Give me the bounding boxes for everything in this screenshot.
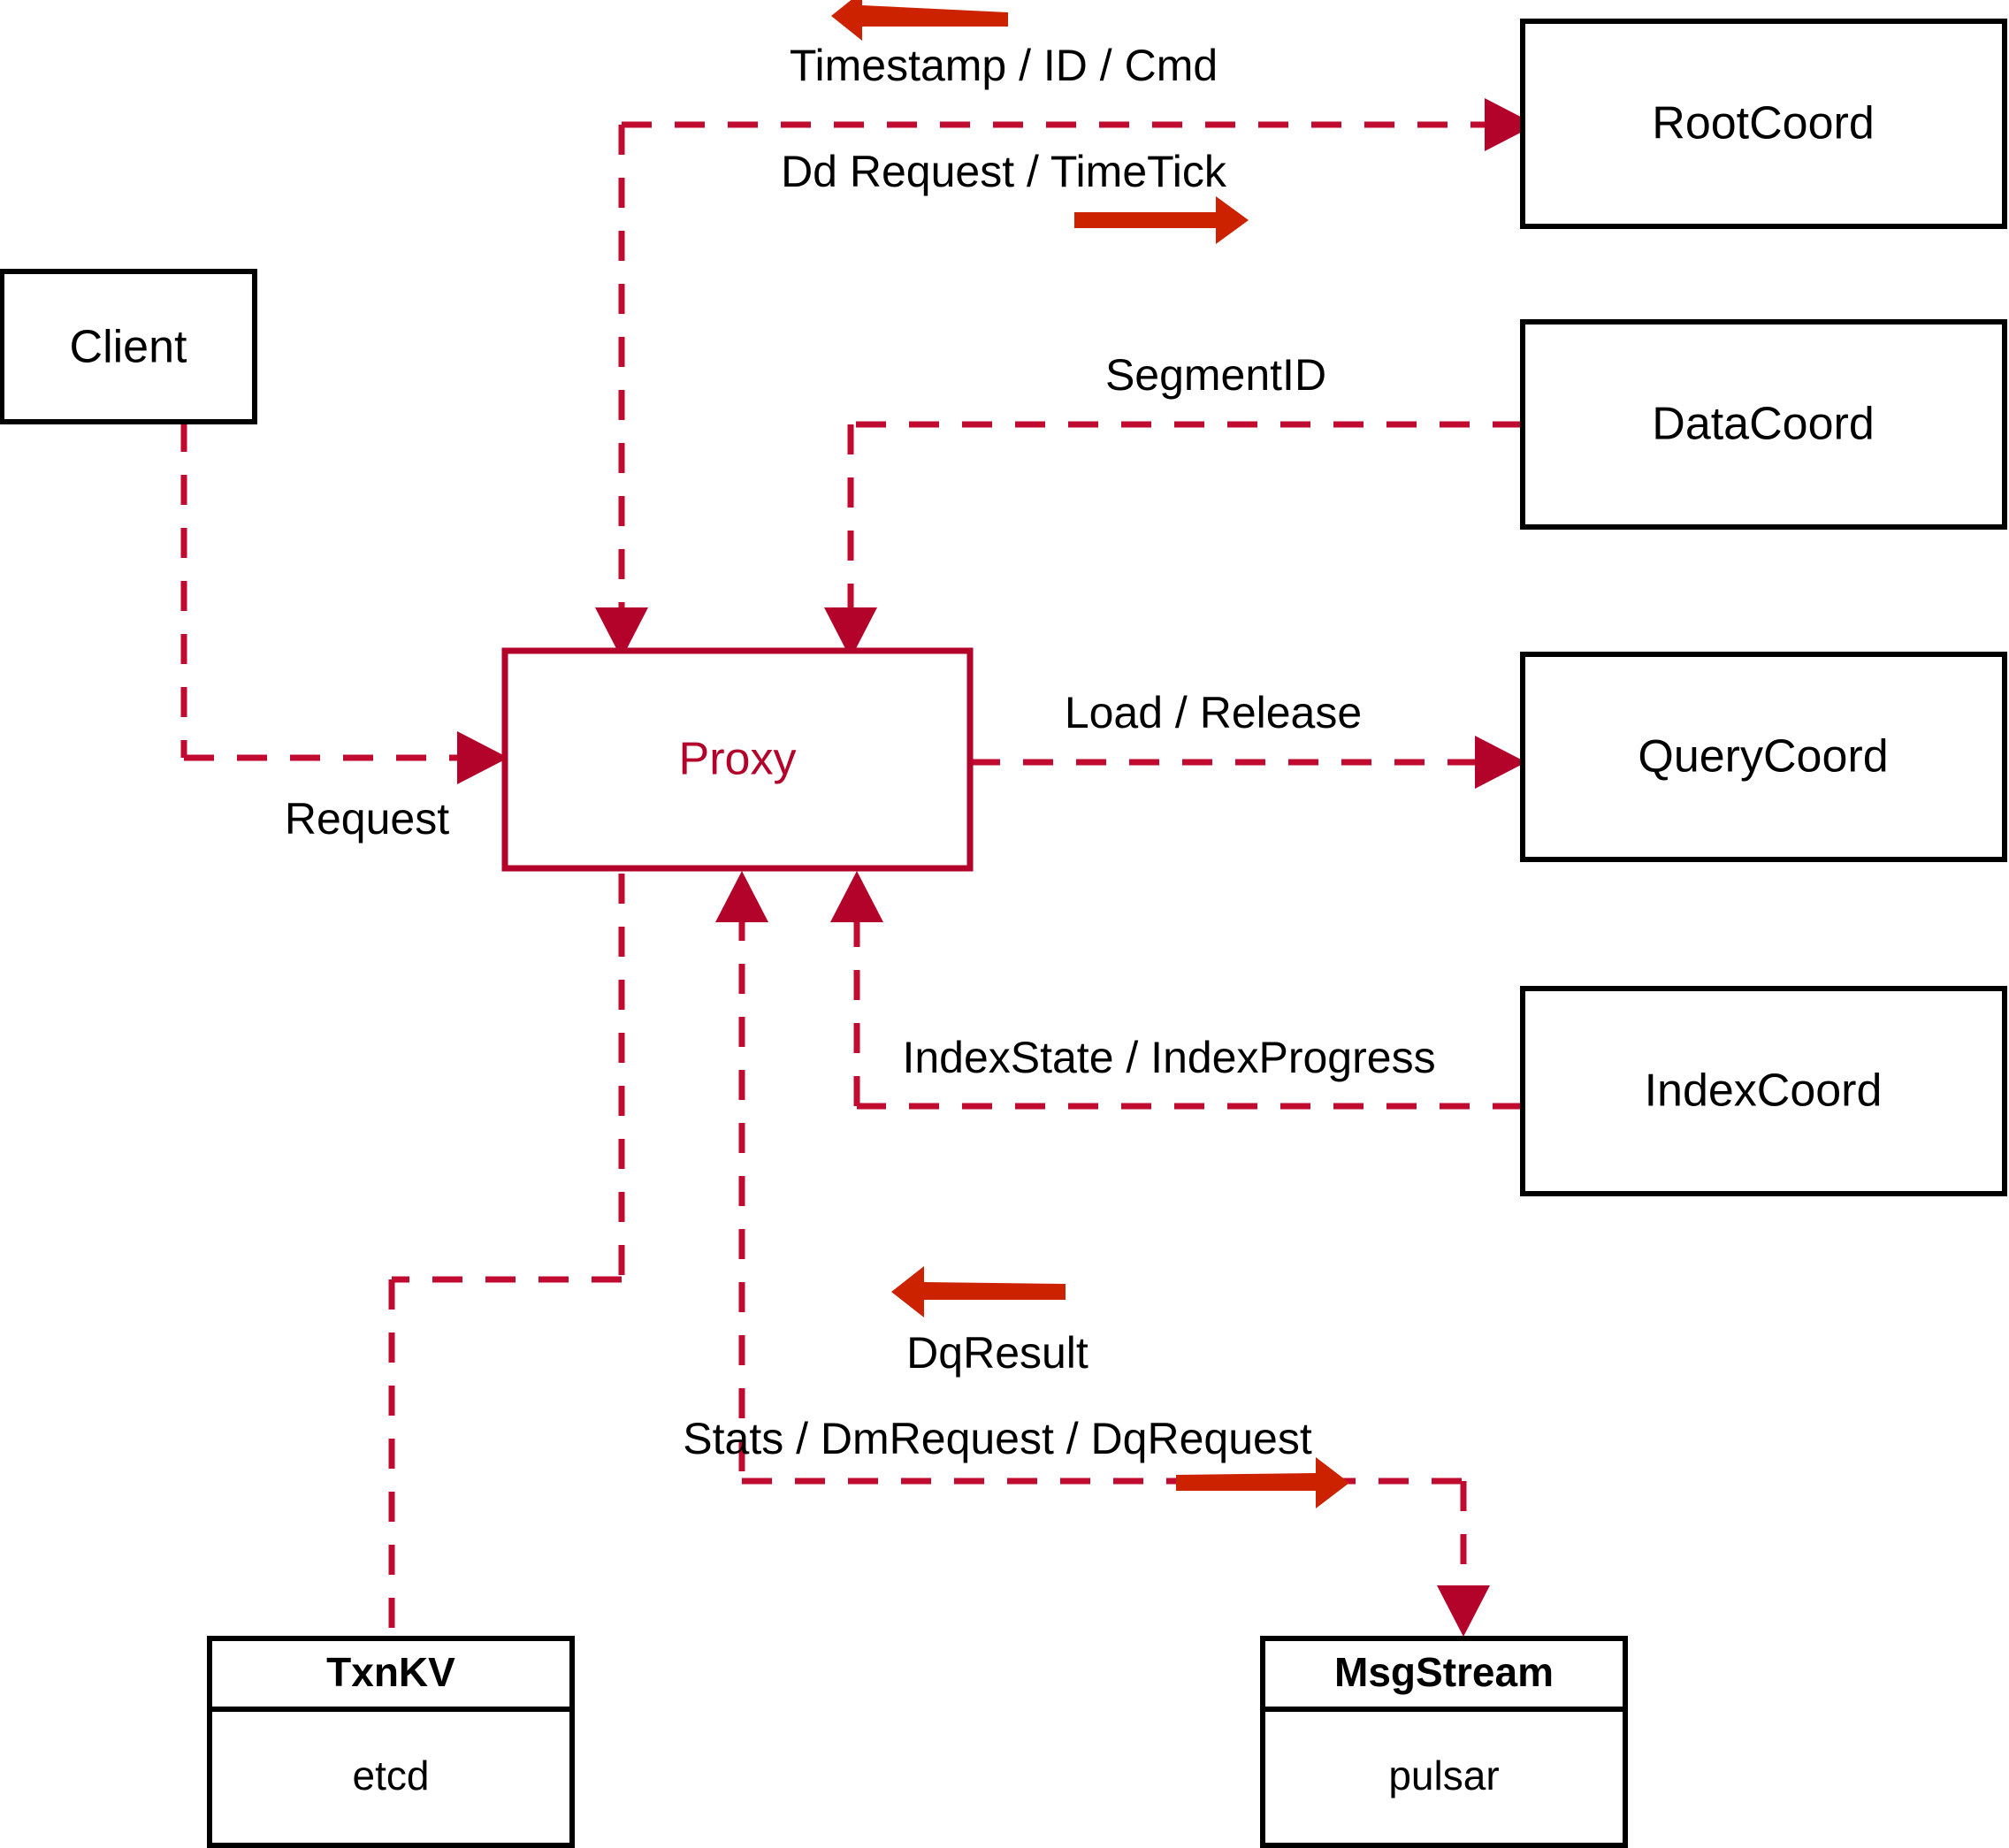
node-msgstream-impl: pulsar	[1388, 1753, 1499, 1798]
node-txnkv-impl: etcd	[353, 1753, 430, 1798]
arrowhead-into-querycoord	[1475, 736, 1526, 789]
node-rootcoord[interactable]: RootCoord	[1520, 19, 2007, 229]
connector-proxy-to-msgstream	[715, 871, 1490, 1637]
node-proxy-label: Proxy	[679, 734, 797, 785]
arrowhead-into-msgstream	[1437, 1585, 1490, 1637]
connector-proxy-to-querycoord	[970, 736, 1526, 789]
annotation-arrow-ddrequest-right	[1074, 196, 1249, 244]
node-indexcoord-label: IndexCoord	[1645, 1065, 1883, 1117]
arrowhead-into-rootcoord	[1485, 98, 1536, 151]
node-querycoord-label: QueryCoord	[1638, 731, 1888, 783]
edge-label-load-release: Load / Release	[1065, 688, 1362, 737]
connector-datacoord-to-proxy	[824, 421, 1523, 659]
node-querycoord[interactable]: QueryCoord	[1520, 652, 2007, 862]
node-msgstream-title: MsgStream	[1334, 1649, 1554, 1695]
node-msgstream[interactable]: MsgStream pulsar	[1260, 1636, 1628, 1848]
arrowhead-into-proxy-bottom-right	[830, 871, 883, 922]
edge-label-dq-result: DqResult	[906, 1328, 1089, 1378]
node-txnkv-title: TxnKV	[326, 1649, 455, 1695]
annotation-arrow-dqrequest-right	[1176, 1457, 1349, 1508]
edge-label-timestamp-id-cmd: Timestamp / ID / Cmd	[790, 41, 1218, 90]
node-client-label: Client	[70, 322, 187, 373]
connector-proxy-to-rootcoord	[595, 98, 1536, 659]
edge-label-request: Request	[285, 794, 449, 844]
connector-proxy-to-txnkv	[388, 874, 625, 1638]
arrowhead-into-proxy-right	[824, 607, 877, 659]
edge-label-dd-request-timetick: Dd Request / TimeTick	[781, 147, 1227, 196]
arrowhead-into-proxy-request	[457, 731, 508, 784]
node-indexcoord[interactable]: IndexCoord	[1520, 986, 2007, 1196]
connector-indexcoord-to-proxy	[830, 871, 1523, 1110]
node-txnkv[interactable]: TxnKV etcd	[207, 1636, 575, 1848]
edge-label-segment-id: SegmentID	[1105, 350, 1326, 400]
arrowhead-into-proxy-left	[595, 607, 648, 659]
node-datacoord-label: DataCoord	[1652, 399, 1874, 450]
node-rootcoord-label: RootCoord	[1652, 98, 1874, 149]
annotation-arrow-dqresult-left	[891, 1266, 1066, 1317]
node-proxy[interactable]: Proxy	[501, 647, 974, 872]
edge-label-stats-dm-dq-request: Stats / DmRequest / DqRequest	[683, 1414, 1312, 1463]
node-datacoord[interactable]: DataCoord	[1520, 319, 2007, 530]
node-client[interactable]: Client	[0, 269, 257, 424]
annotation-arrow-timestamp-left	[831, 0, 1008, 41]
arrowhead-into-proxy-bottom-left	[715, 871, 768, 922]
edge-label-index-state-progress: IndexState / IndexProgress	[902, 1033, 1435, 1082]
connector-client-to-proxy	[180, 422, 508, 784]
